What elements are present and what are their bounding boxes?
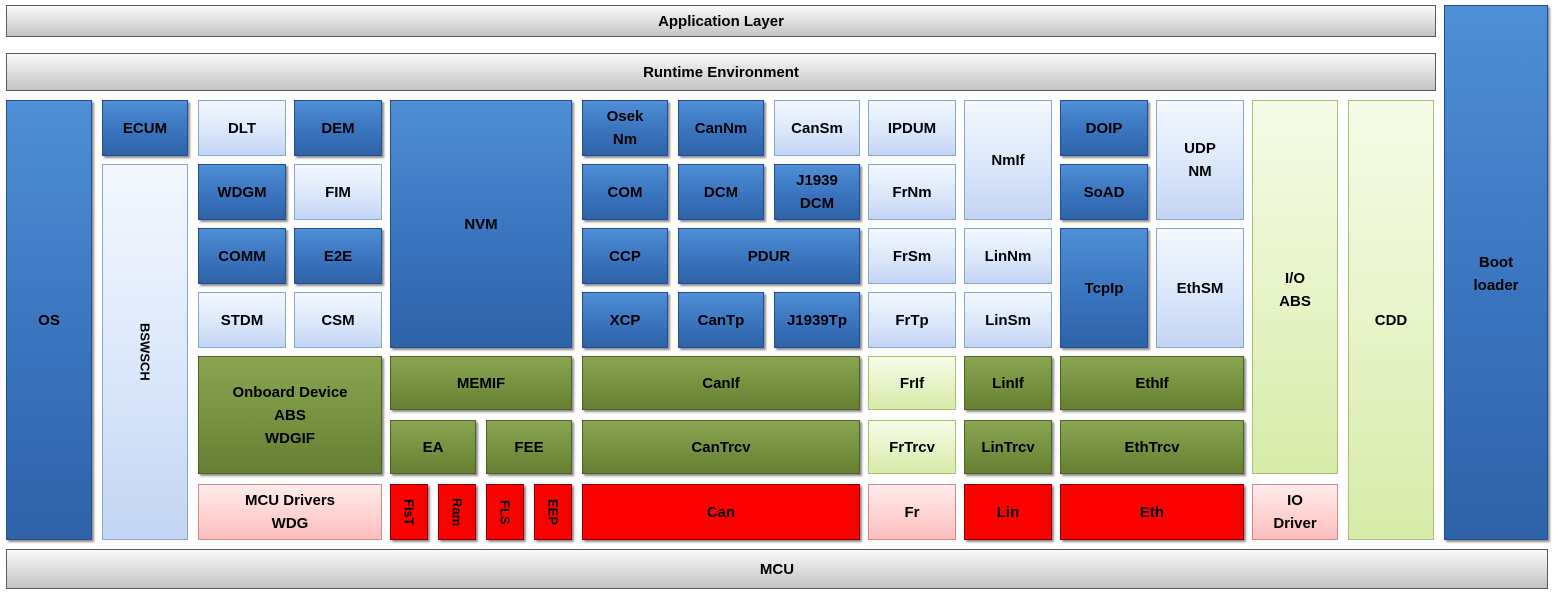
j1939tp-block: J1939Tp: [774, 292, 860, 348]
os-block: OS: [6, 100, 92, 540]
pdur-block: PDUR: [678, 228, 860, 284]
bswsch-label: BSWSCH: [137, 323, 153, 381]
stdm-block: STDM: [198, 292, 286, 348]
doip-block: DOIP: [1060, 100, 1148, 156]
eth-block: Eth: [1060, 484, 1244, 540]
ipdum-block: IPDUM: [868, 100, 956, 156]
ram-label: Ram: [449, 497, 465, 527]
cantp-block: CanTp: [678, 292, 764, 348]
mcu-drivers-block: MCU Drivers WDG: [198, 484, 382, 540]
dcm-block: DCM: [678, 164, 764, 220]
io-abs-block: I/O ABS: [1252, 100, 1338, 474]
ethif-block: EthIf: [1060, 356, 1244, 410]
fim-block: FIM: [294, 164, 382, 220]
application-layer: Application Layer: [6, 5, 1436, 37]
frsm-block: FrSm: [868, 228, 956, 284]
lintrcv-block: LinTrcv: [964, 420, 1052, 474]
udpnm-block: UDP NM: [1156, 100, 1244, 220]
fee-block: FEE: [486, 420, 572, 474]
cantrcv-block: CanTrcv: [582, 420, 860, 474]
xcp-block: XCP: [582, 292, 668, 348]
wdgm-block: WDGM: [198, 164, 286, 220]
linnm-block: LinNm: [964, 228, 1052, 284]
e2e-block: E2E: [294, 228, 382, 284]
mcu-layer: MCU: [6, 549, 1548, 589]
linif-block: LinIf: [964, 356, 1052, 410]
nvm-block: NVM: [390, 100, 572, 348]
memif-block: MEMIF: [390, 356, 572, 410]
fls-block: FLS: [486, 484, 524, 540]
ecum-block: ECUM: [102, 100, 188, 156]
com-block: COM: [582, 164, 668, 220]
cansm-block: CanSm: [774, 100, 860, 156]
j1939dcm-block: J1939 DCM: [774, 164, 860, 220]
onboard-device-block: Onboard Device ABS WDGIF: [198, 356, 382, 474]
frnm-block: FrNm: [868, 164, 956, 220]
linsm-block: LinSm: [964, 292, 1052, 348]
tcpip-block: TcpIp: [1060, 228, 1148, 348]
ethtrcv-block: EthTrcv: [1060, 420, 1244, 474]
lin-block: Lin: [964, 484, 1052, 540]
oseknm-block: Osek Nm: [582, 100, 668, 156]
flst-block: FlsT: [390, 484, 428, 540]
fr-block: Fr: [868, 484, 956, 540]
ethsm-block: EthSM: [1156, 228, 1244, 348]
ram-block: Ram: [438, 484, 476, 540]
ea-block: EA: [390, 420, 476, 474]
eep-block: EEP: [534, 484, 572, 540]
flst-label: FlsT: [401, 498, 417, 526]
runtime-environment: Runtime Environment: [6, 53, 1436, 91]
nmif-block: NmIf: [964, 100, 1052, 220]
cdd-block: CDD: [1348, 100, 1434, 540]
frif-block: FrIf: [868, 356, 956, 410]
dlt-block: DLT: [198, 100, 286, 156]
frtp-block: FrTp: [868, 292, 956, 348]
frtrcv-block: FrTrcv: [868, 420, 956, 474]
ccp-block: CCP: [582, 228, 668, 284]
eep-label: EEP: [545, 498, 561, 525]
canif-block: CanIf: [582, 356, 860, 410]
can-block: Can: [582, 484, 860, 540]
csm-block: CSM: [294, 292, 382, 348]
dem-block: DEM: [294, 100, 382, 156]
fls-label: FLS: [497, 499, 513, 525]
soad-block: SoAD: [1060, 164, 1148, 220]
bswsch-block: BSWSCH: [102, 164, 188, 540]
bootloader-block: Boot loader: [1444, 5, 1548, 540]
io-driver-block: IO Driver: [1252, 484, 1338, 540]
cannm-block: CanNm: [678, 100, 764, 156]
comm-block: COMM: [198, 228, 286, 284]
